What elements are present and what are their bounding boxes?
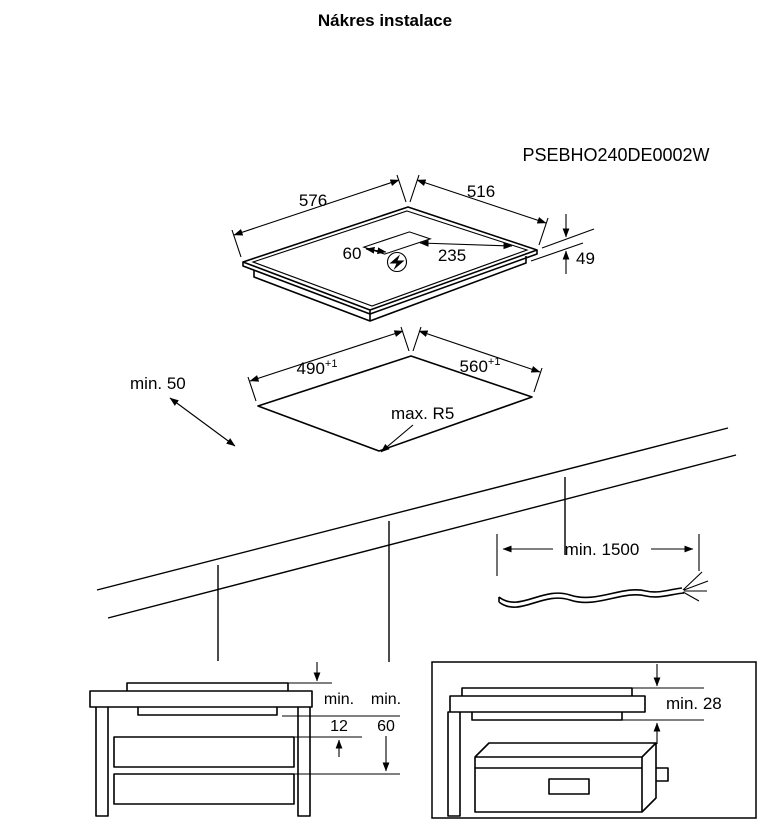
cutout-outline xyxy=(257,355,533,452)
cable-dim-brackets xyxy=(496,534,700,576)
cabinet-structure xyxy=(89,682,313,817)
cable-wire-ends xyxy=(682,571,709,602)
detail-box-border xyxy=(431,661,757,819)
cutout-depth-label: 490+1 xyxy=(297,358,338,378)
cutout-width-value: 560 xyxy=(460,357,488,376)
cabinet-clearance-view: min. min. 12 60 xyxy=(89,662,401,817)
mains-cable-drawing: min. 1500 xyxy=(496,534,709,608)
corner-radius-leader xyxy=(380,424,414,453)
page-title: Nákres instalace xyxy=(318,11,452,30)
cabinet-extension-lines xyxy=(282,682,400,775)
oven-clearance-view: min. 28 xyxy=(431,661,757,819)
lightning-bolt-icon xyxy=(389,254,405,270)
oven-gap-label: min. 28 xyxy=(666,694,722,713)
drawer-gap-value: 12 xyxy=(330,718,348,735)
corner-radius-label: max. R5 xyxy=(391,404,454,423)
edge-clearance-label: min. 50 xyxy=(130,374,186,393)
dim-line-connection-offset xyxy=(365,246,387,255)
hob-width-label: 576 xyxy=(299,191,327,210)
cutout-depth-value: 490 xyxy=(297,359,325,378)
cutout-depth-tolerance: +1 xyxy=(325,358,338,370)
edge-clearance-leader xyxy=(169,397,236,447)
cutout-width-label: 560+1 xyxy=(460,356,501,376)
hob-glass-border xyxy=(251,210,529,307)
worktop-edges xyxy=(96,427,737,662)
shelf-gap-min-label: min. xyxy=(371,691,401,708)
hob-height-label: 49 xyxy=(576,249,595,268)
shelf-gap-value: 60 xyxy=(377,718,395,735)
connection-distance-label: 235 xyxy=(438,246,466,265)
cutout-width-tolerance: +1 xyxy=(488,356,501,368)
hob-body-edges xyxy=(242,250,538,322)
power-symbol-circle xyxy=(386,251,408,273)
worktop-cutout-view: 490+1 560+1 max. R5 min. 50 xyxy=(96,326,737,662)
drawer-gap-min-label: min. xyxy=(324,691,354,708)
cutout-extension-lines xyxy=(247,326,543,402)
dim-line-cutout-depth xyxy=(249,330,404,382)
dim-line-connection-distance xyxy=(419,239,513,250)
hob-extension-lines xyxy=(231,174,595,262)
model-code: PSEBHO240DE0002W xyxy=(522,145,709,165)
oven-extension-lines xyxy=(622,687,704,721)
cable-length-label: min. 1500 xyxy=(565,540,640,559)
oven-cabinet-structure xyxy=(447,687,669,817)
dim-line-cutout-width xyxy=(418,330,541,373)
hob-isometric-view: 576 516 49 60 235 xyxy=(231,174,595,322)
hob-depth-label: 516 xyxy=(467,182,495,201)
dim-line-hob-width xyxy=(233,179,400,236)
power-connection-icon xyxy=(386,251,408,273)
connection-offset-label: 60 xyxy=(343,244,362,263)
dim-line-hob-depth xyxy=(416,179,547,224)
cable-curve xyxy=(498,587,685,608)
hob-top-face xyxy=(242,206,538,311)
